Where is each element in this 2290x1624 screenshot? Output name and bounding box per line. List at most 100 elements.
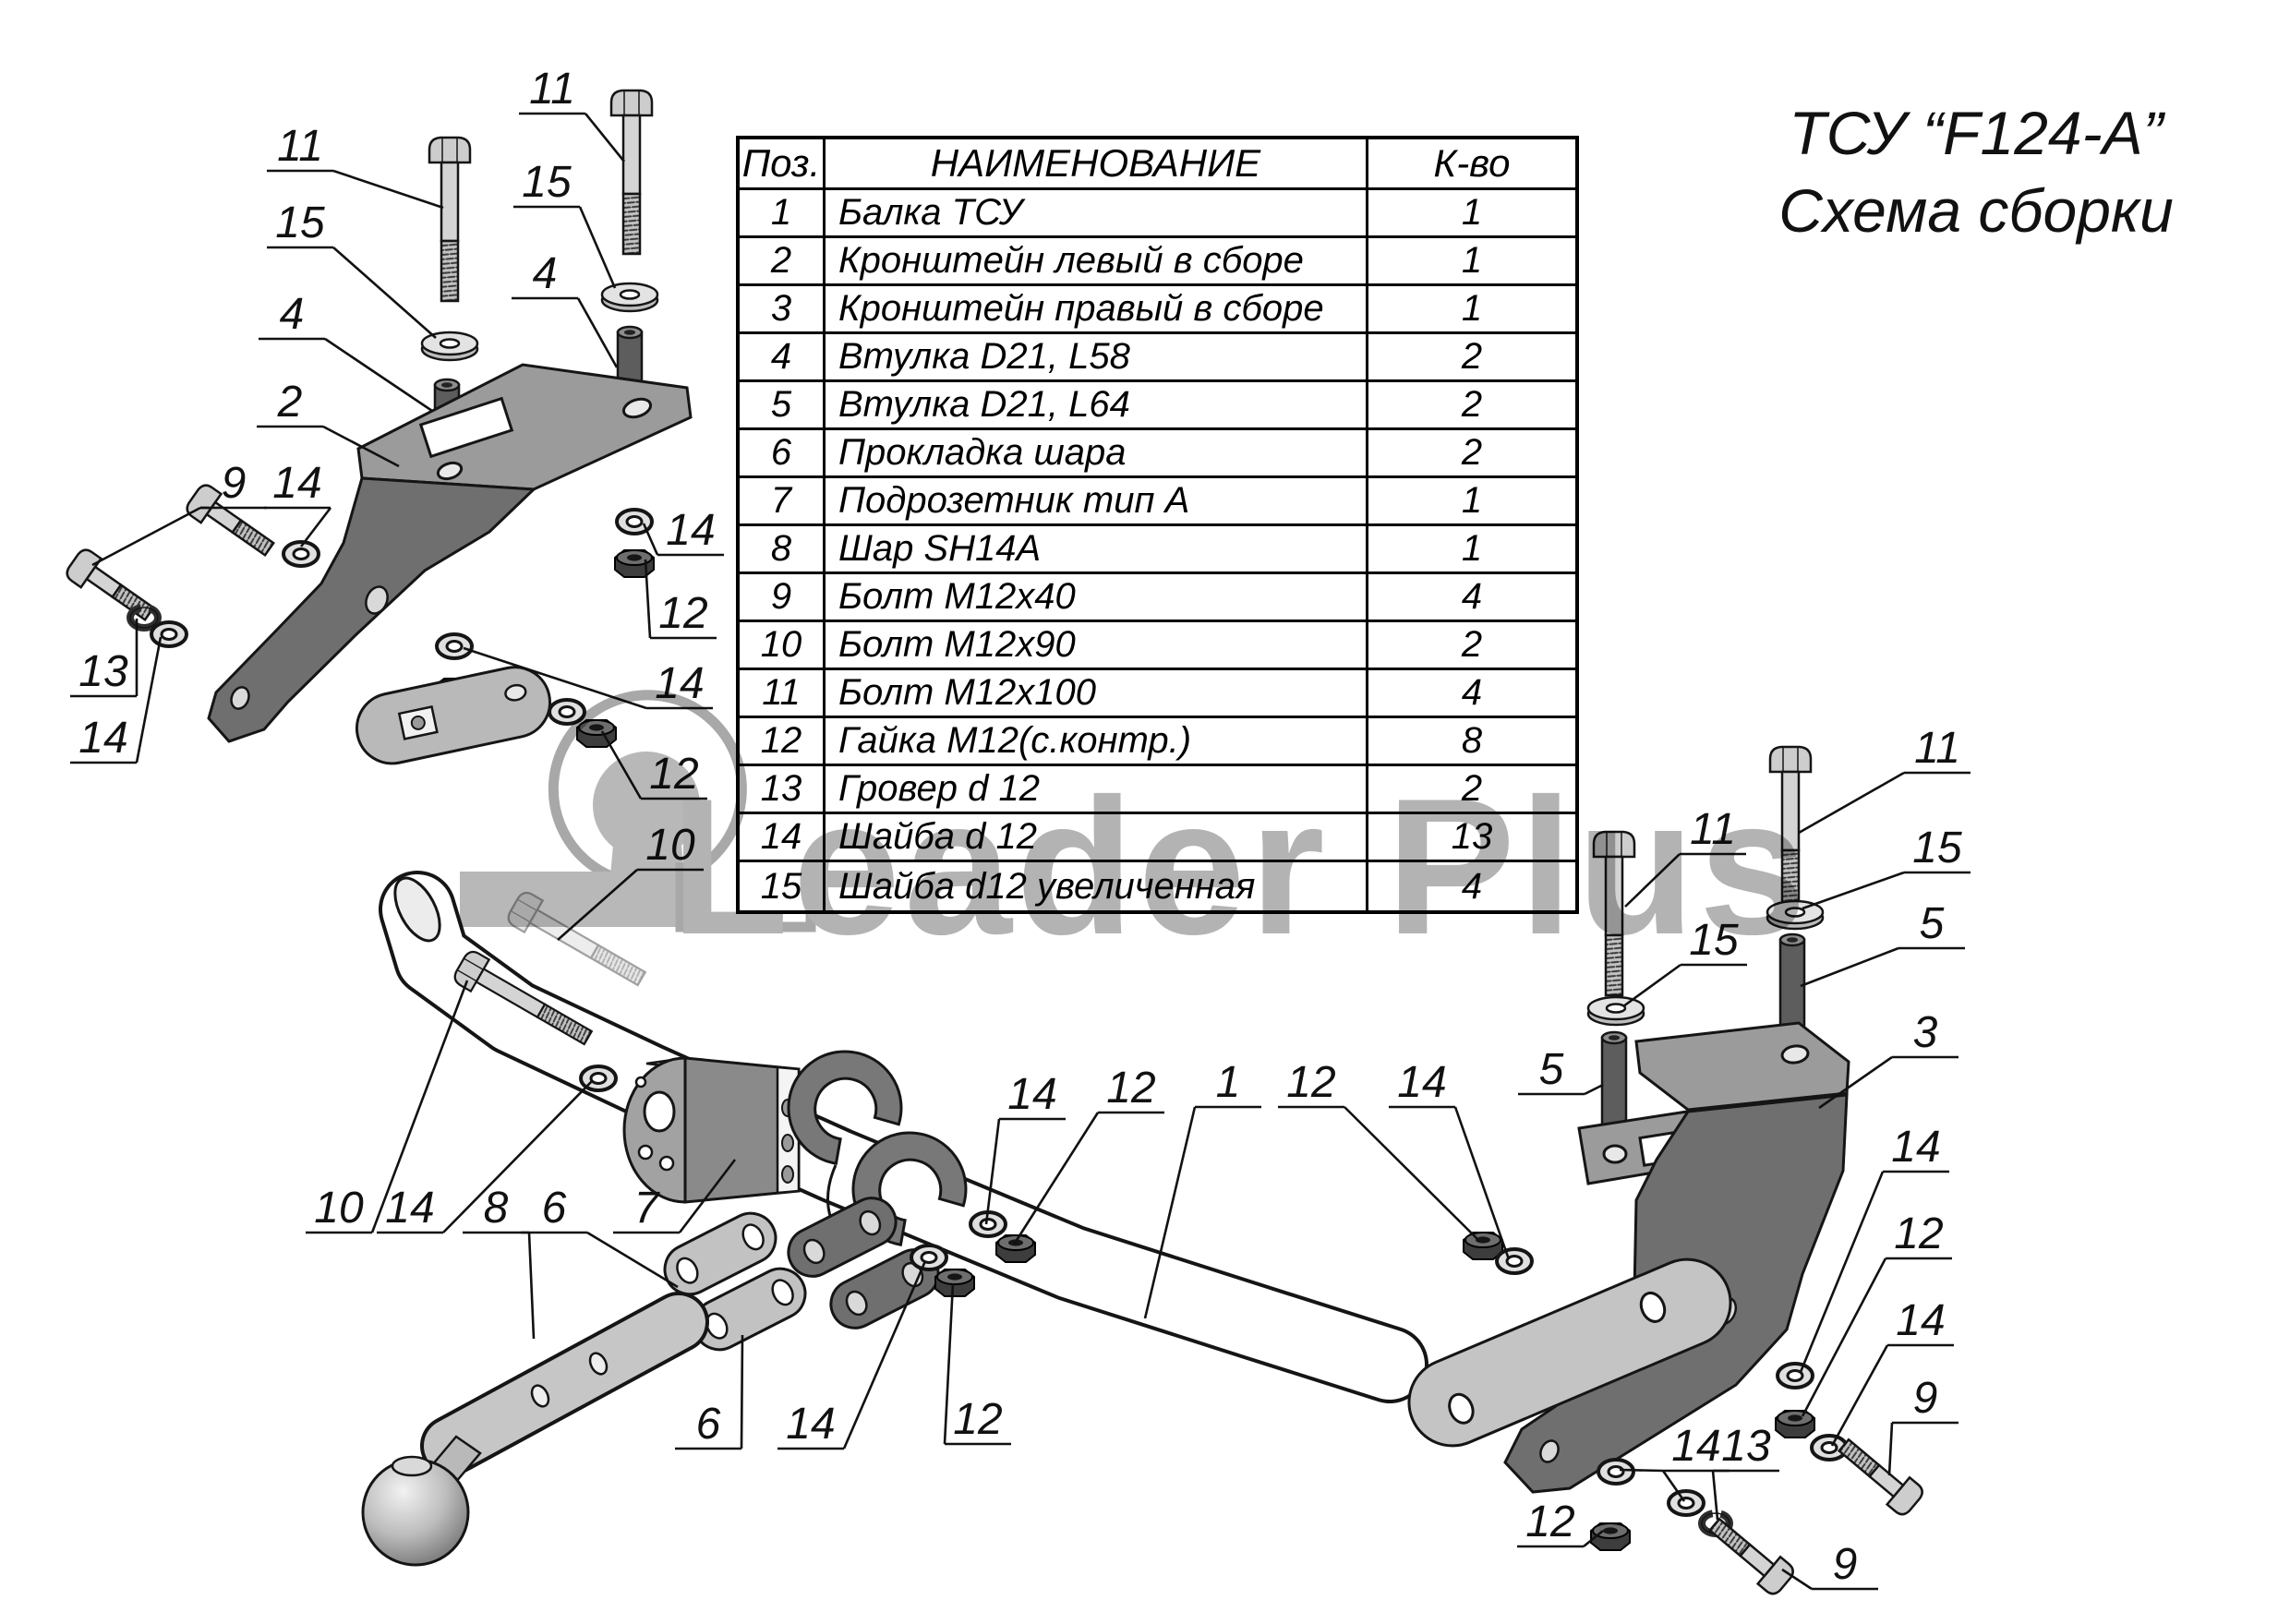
callout-14: 14 (70, 636, 163, 764)
callout-15: 15 (267, 198, 437, 339)
cell-qty: 8 (1368, 718, 1575, 766)
nut-m12-icon (1463, 1232, 1503, 1260)
cell-name: Кронштейн правый в сборе (826, 286, 1368, 334)
callout-number: 8 (484, 1184, 509, 1233)
callout-13: 13 (1711, 1422, 1779, 1521)
cell-name: Шайба d12 увеличенная (826, 862, 1368, 910)
callout-number: 14 (666, 506, 715, 555)
cell-qty: 1 (1368, 190, 1575, 238)
callout-12: 12 (644, 559, 717, 640)
callout-number: 14 (78, 714, 127, 763)
callout-12: 12 (1012, 1064, 1164, 1245)
callout-number: 11 (1690, 805, 1736, 854)
callout-number: 12 (1106, 1064, 1155, 1113)
cell-qty: 2 (1368, 382, 1575, 430)
callout-number: 12 (649, 750, 698, 799)
nut-m12-icon (614, 549, 655, 578)
callout-12: 12 (943, 1282, 1011, 1446)
cell-pos: 6 (740, 430, 826, 478)
callout-number: 7 (634, 1184, 661, 1233)
callout-number: 13 (1721, 1422, 1771, 1471)
washer-d12-icon (1776, 1362, 1814, 1389)
cell-name: Шар SH14A (826, 526, 1368, 574)
callout-number: 14 (786, 1400, 835, 1449)
callout-number: 4 (280, 290, 305, 339)
cell-name: Кронштейн левый в сборе (826, 238, 1368, 286)
washer-d12-icon (548, 698, 586, 726)
callout-number: 5 (1920, 899, 1945, 948)
callout-10: 10 (557, 821, 704, 941)
callout-4: 4 (259, 290, 433, 413)
bolt-m12x100-icon (1592, 830, 1636, 997)
bolt-m12x40-icon (62, 545, 161, 630)
callout-12: 12 (600, 730, 707, 800)
callout-11: 11 (519, 65, 626, 162)
bolt-m12x90-ghost-icon (503, 888, 652, 996)
callout-9: 9 (1887, 1374, 1959, 1476)
nut-m12-icon (1775, 1410, 1815, 1438)
cell-name: Болт М12х40 (826, 574, 1368, 622)
cell-qty: 4 (1461, 865, 1483, 907)
callout-number: 12 (953, 1395, 1002, 1444)
callout-14: 14 (1389, 1058, 1511, 1260)
callout-number: 14 (655, 659, 704, 708)
callout-14: 14 (264, 459, 332, 547)
header-pos: Поз. (740, 139, 826, 190)
callout-number: 15 (1689, 916, 1739, 965)
callout-14: 14 (1619, 1422, 1730, 1502)
drawing-subtitle: Схема сборки (1778, 176, 2174, 246)
cell-qty: 1 (1368, 478, 1575, 526)
ball-gaskets (663, 1211, 807, 1352)
callout-5: 5 (1518, 1045, 1604, 1096)
callout-number: 6 (696, 1400, 721, 1449)
callout-number: 2 (277, 378, 303, 427)
callout-number: 12 (1525, 1498, 1574, 1546)
cell-pos: 10 (740, 622, 826, 670)
mounting-strip (355, 666, 551, 765)
bolt-m12x100-icon (428, 136, 472, 303)
callout-15: 15 (513, 158, 617, 289)
callout-number: 14 (1896, 1296, 1945, 1345)
washer-d12-icon (435, 632, 474, 660)
washer-d12-large-icon (1586, 995, 1645, 1027)
cell-pos: 2 (740, 238, 826, 286)
callout-11: 11 (1798, 724, 1971, 835)
callout-11: 11 (1624, 805, 1746, 908)
cell-name: Гайка М12(с.контр.) (826, 718, 1368, 766)
callout-14: 14 (1830, 1296, 1954, 1447)
callout-number: 5 (1539, 1045, 1564, 1094)
title-block: ТСУ “F124-А” Схема сборки (1718, 94, 2235, 250)
callout-number: 14 (1671, 1422, 1720, 1471)
cell-pos: 13 (740, 766, 826, 814)
callout-number: 15 (1912, 824, 1962, 872)
callout-14: 14 (1799, 1123, 1949, 1373)
cell-name: Балка ТСУ (826, 190, 1368, 238)
callout-number: 9 (222, 459, 247, 508)
beam-end-plate (1407, 1257, 1732, 1448)
nut-m12-icon (934, 1269, 975, 1297)
cell-qty: 4 (1368, 670, 1575, 718)
callout-number: 14 (1397, 1058, 1446, 1107)
nut-m12-icon (995, 1234, 1036, 1263)
bushing-d21-l64-icon (1600, 1030, 1628, 1134)
left-bracket (207, 363, 693, 743)
callout-7: 7 (613, 1159, 737, 1234)
cell-qty: 1 (1368, 286, 1575, 334)
callout-6: 6 (521, 1184, 679, 1289)
callout-number: 12 (1286, 1058, 1335, 1107)
callout-number: 10 (645, 821, 695, 870)
socket-holder (622, 1056, 801, 1204)
callout-number: 1 (1216, 1058, 1241, 1107)
cell-pos: 14 (740, 814, 826, 862)
callout-number: 9 (1833, 1540, 1858, 1589)
